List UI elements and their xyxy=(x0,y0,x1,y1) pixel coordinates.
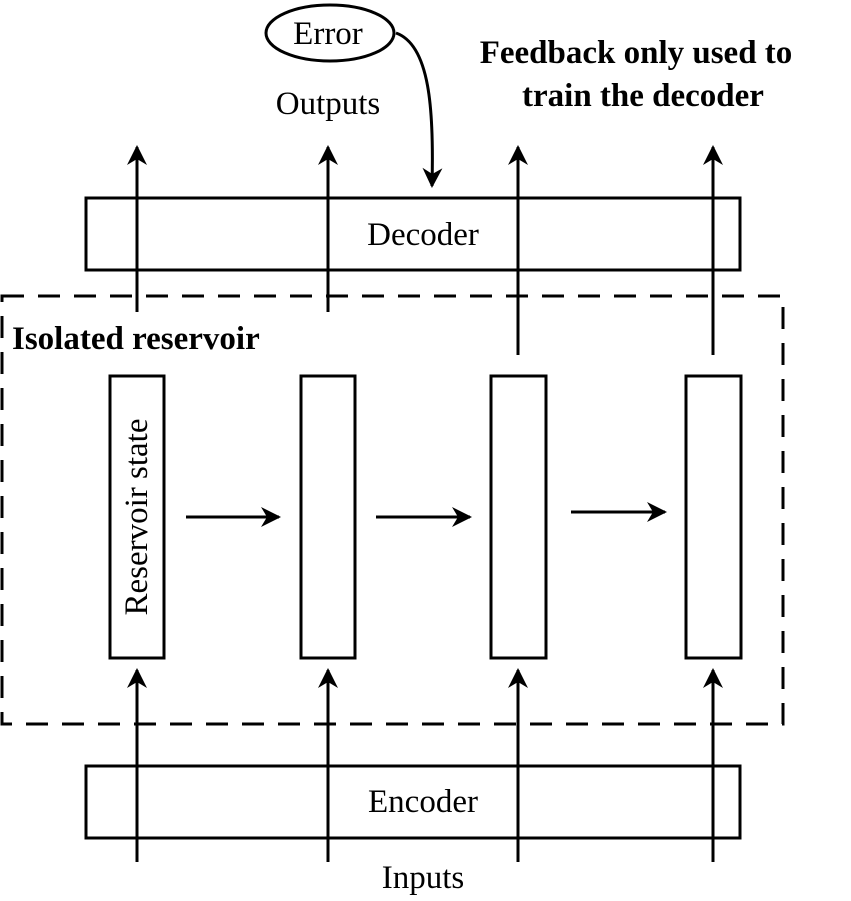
decoder-box xyxy=(84,196,742,272)
reservoir-state-box-4 xyxy=(684,374,743,660)
error-ellipse xyxy=(264,3,396,63)
reservoir-state-box-3 xyxy=(489,374,548,660)
feedback-note-line-2: train the decoder xyxy=(522,78,764,114)
error-label: Error xyxy=(293,16,363,52)
reservoir-title: Isolated reservoir xyxy=(12,321,260,357)
inputs-label: Inputs xyxy=(382,860,465,896)
reservoir-state-box-2 xyxy=(299,374,357,660)
feedback-arrow xyxy=(395,31,443,188)
reservoir-title-background xyxy=(8,318,330,358)
decoder-label: Decoder xyxy=(367,217,479,253)
encoder-box xyxy=(84,764,742,840)
encoder-label: Encoder xyxy=(368,784,478,820)
reservoir-state-label: Reservoir state xyxy=(119,418,155,615)
reservoir-state-box-1 xyxy=(108,374,166,660)
feedback-note-line-1: Feedback only used to xyxy=(480,35,793,71)
isolated-reservoir-boundary xyxy=(0,294,785,726)
outputs-label: Outputs xyxy=(276,86,381,122)
